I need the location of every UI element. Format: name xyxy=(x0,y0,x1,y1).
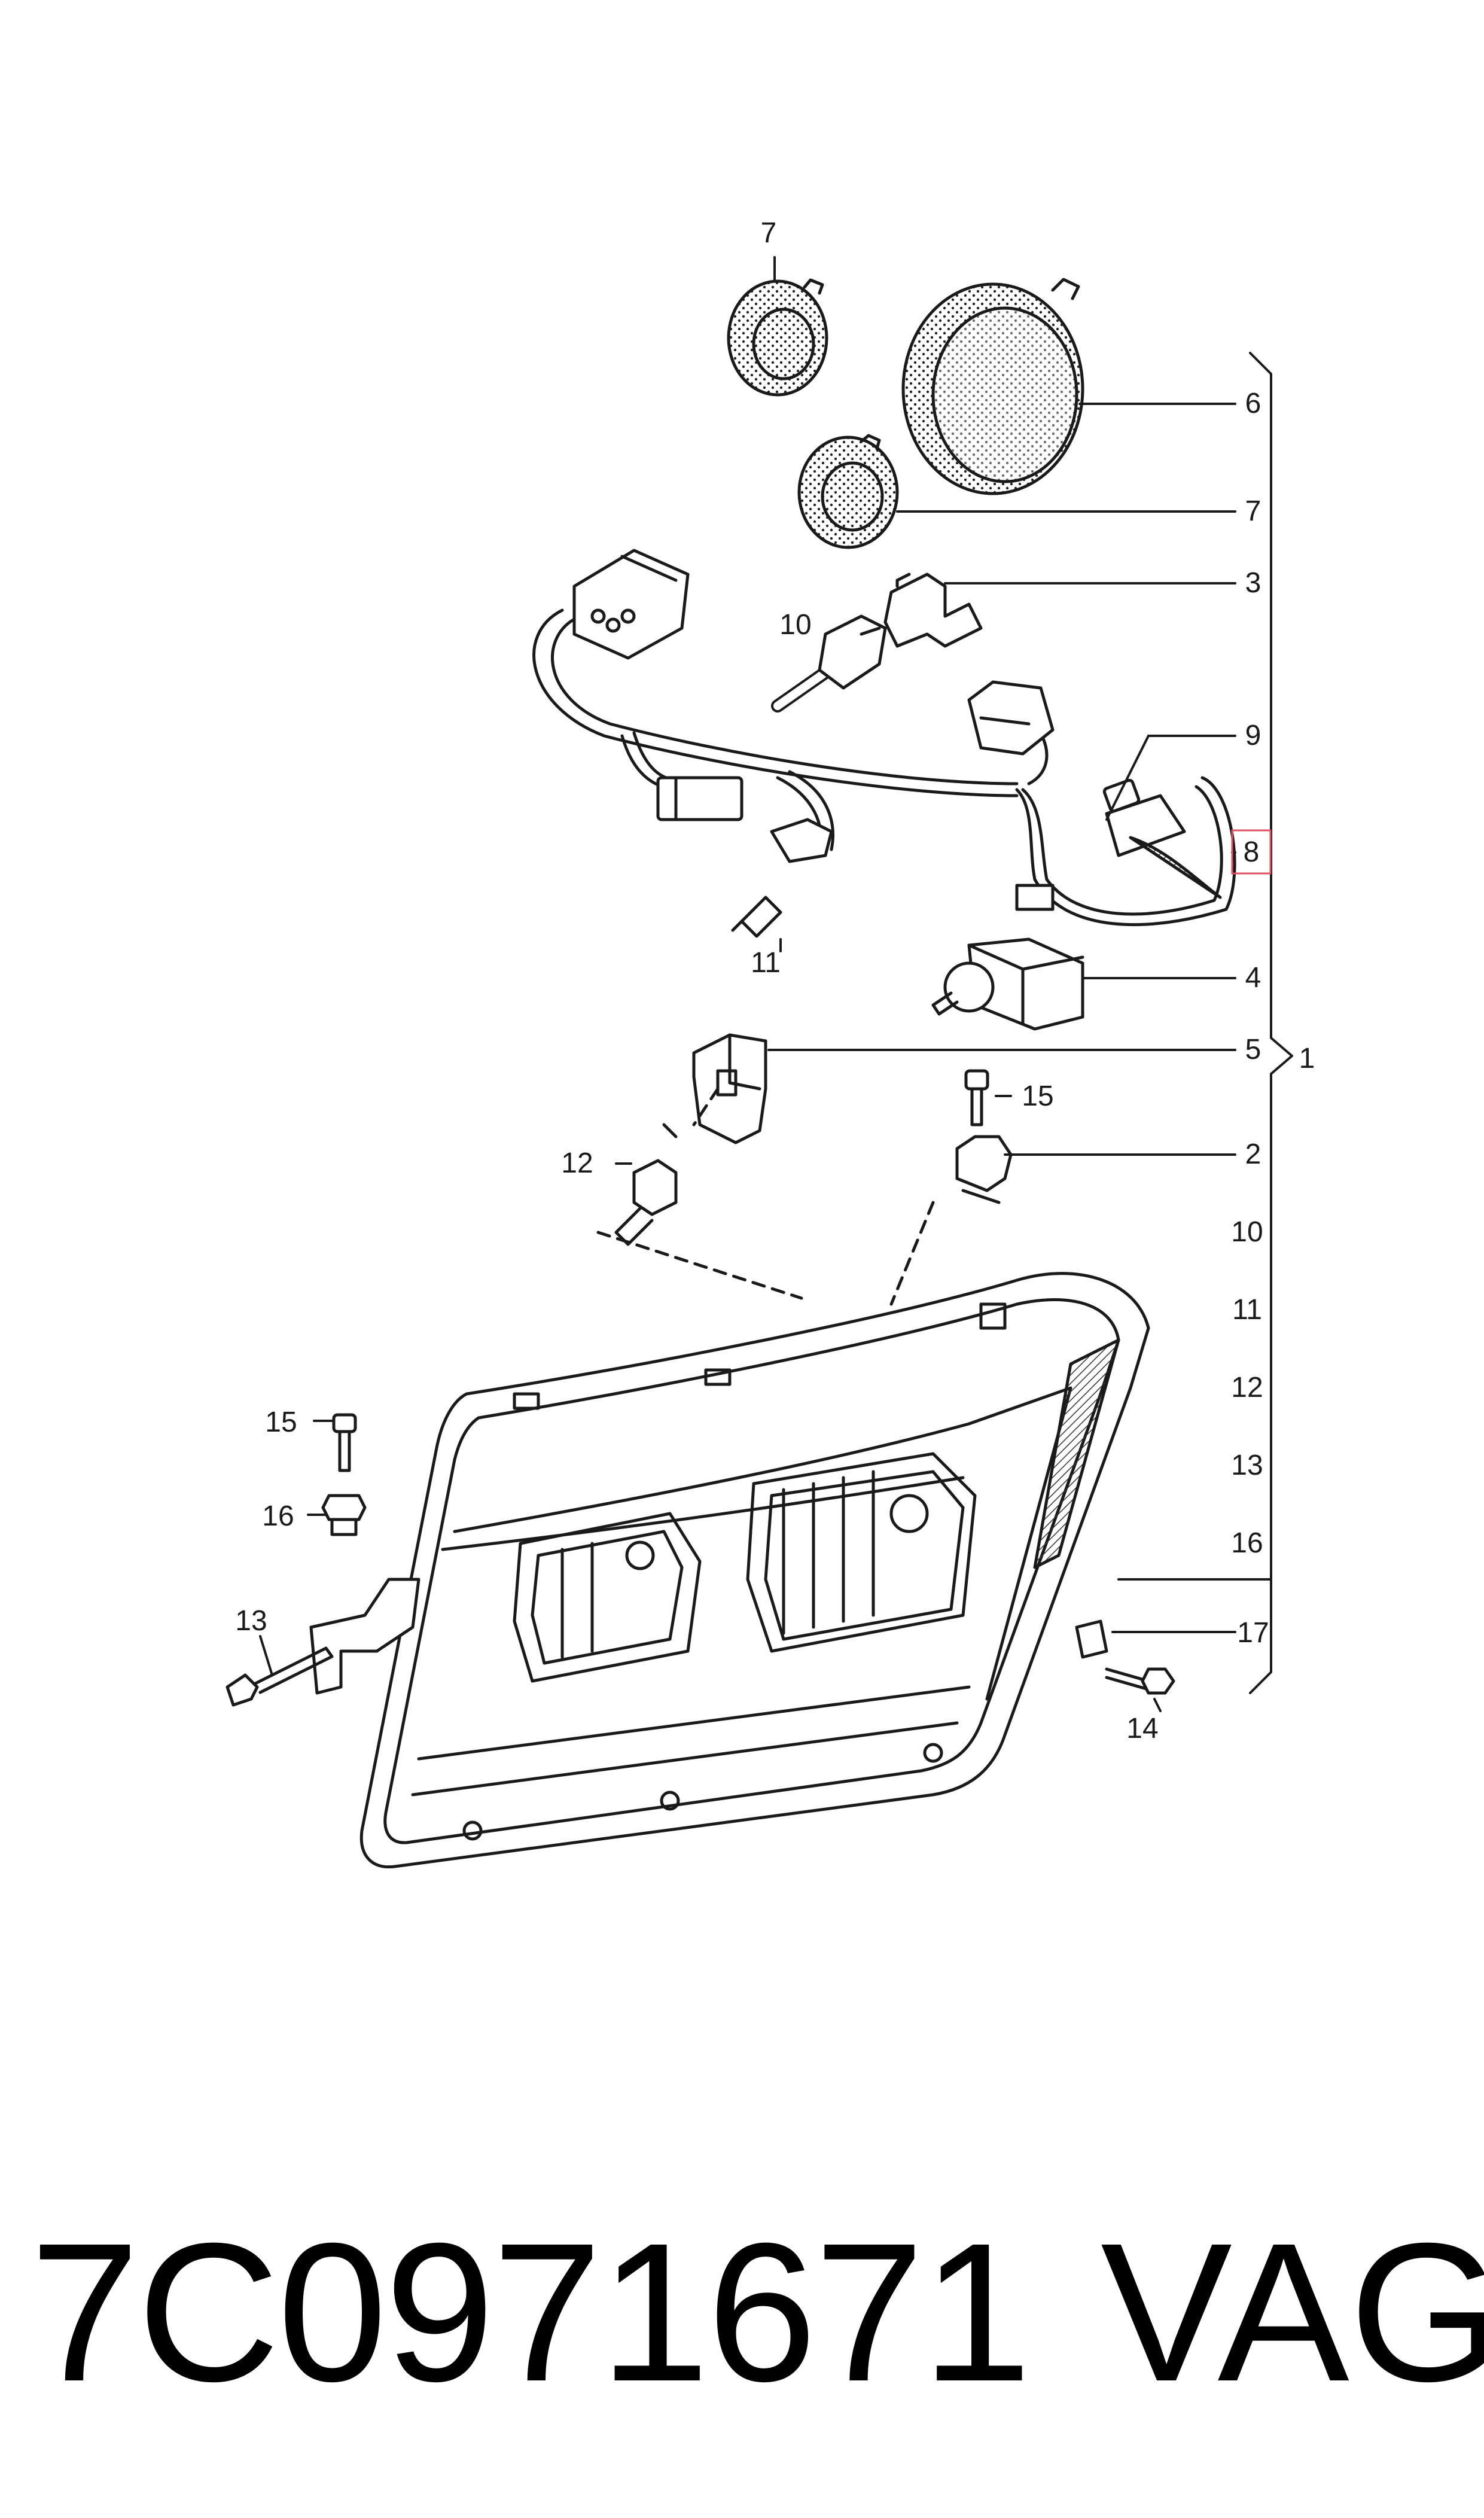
callout-10-bulb: 10 xyxy=(779,609,811,641)
callout-3: 3 xyxy=(1245,567,1261,599)
callout-7-right: 7 xyxy=(1245,495,1261,527)
clip-17 xyxy=(1075,1619,1108,1659)
bolt-14 xyxy=(1105,1667,1175,1695)
headlight-housing xyxy=(309,1272,1150,1869)
callout-7-top: 7 xyxy=(761,217,777,249)
side-bulb-holder xyxy=(692,1033,767,1144)
adjuster-motor xyxy=(931,937,1084,1031)
wiring-harness xyxy=(532,549,1236,927)
callout-8: 8 xyxy=(1244,836,1260,868)
callout-17: 17 xyxy=(1237,1617,1269,1649)
highlight-box-8 xyxy=(1231,829,1272,875)
callout-15-right: 15 xyxy=(1022,1080,1053,1112)
callout-5: 5 xyxy=(1245,1034,1261,1065)
mounting-clip xyxy=(955,1135,1013,1204)
callout-14: 14 xyxy=(1126,1713,1158,1744)
callout-15-left: 15 xyxy=(265,1406,297,1438)
bulb-12 xyxy=(614,1123,678,1246)
brand-name: VAG xyxy=(1101,2202,1484,2422)
part-number: 7C0971671 xyxy=(30,2202,1032,2422)
large-cap xyxy=(901,278,1084,495)
bulb-h7 xyxy=(771,614,887,713)
bolt-13 xyxy=(226,1646,334,1707)
small-cap-top xyxy=(727,278,828,397)
callout-11-list: 11 xyxy=(1232,1294,1262,1326)
callout-11-bulb: 11 xyxy=(751,947,781,979)
callout-4: 4 xyxy=(1245,962,1261,994)
callout-13-list: 13 xyxy=(1231,1450,1263,1481)
group-brace xyxy=(1249,352,1293,1694)
callout-12: 12 xyxy=(561,1147,593,1179)
callout-6: 6 xyxy=(1245,388,1261,419)
headlight-exploded-diagram: 7 6 7 3 10 9 8 11 4 5 1 15 12 2 10 11 12… xyxy=(226,217,1315,1869)
screw-15-left xyxy=(332,1413,357,1472)
callout-1: 1 xyxy=(1299,1043,1315,1074)
callout-2: 2 xyxy=(1245,1138,1261,1170)
nut-16 xyxy=(321,1494,367,1536)
callout-10-list: 10 xyxy=(1231,1216,1263,1248)
callout-16-list: 16 xyxy=(1231,1527,1263,1559)
screw-15-right xyxy=(964,1069,989,1126)
small-cap-mid xyxy=(797,434,899,549)
callout-16-left: 16 xyxy=(262,1500,294,1532)
callout-9: 9 xyxy=(1245,720,1261,751)
small-bulb xyxy=(731,896,782,938)
callout-12-list: 12 xyxy=(1231,1372,1263,1403)
bulb-holder-bracket xyxy=(883,573,983,648)
callout-13-left: 13 xyxy=(235,1605,267,1637)
